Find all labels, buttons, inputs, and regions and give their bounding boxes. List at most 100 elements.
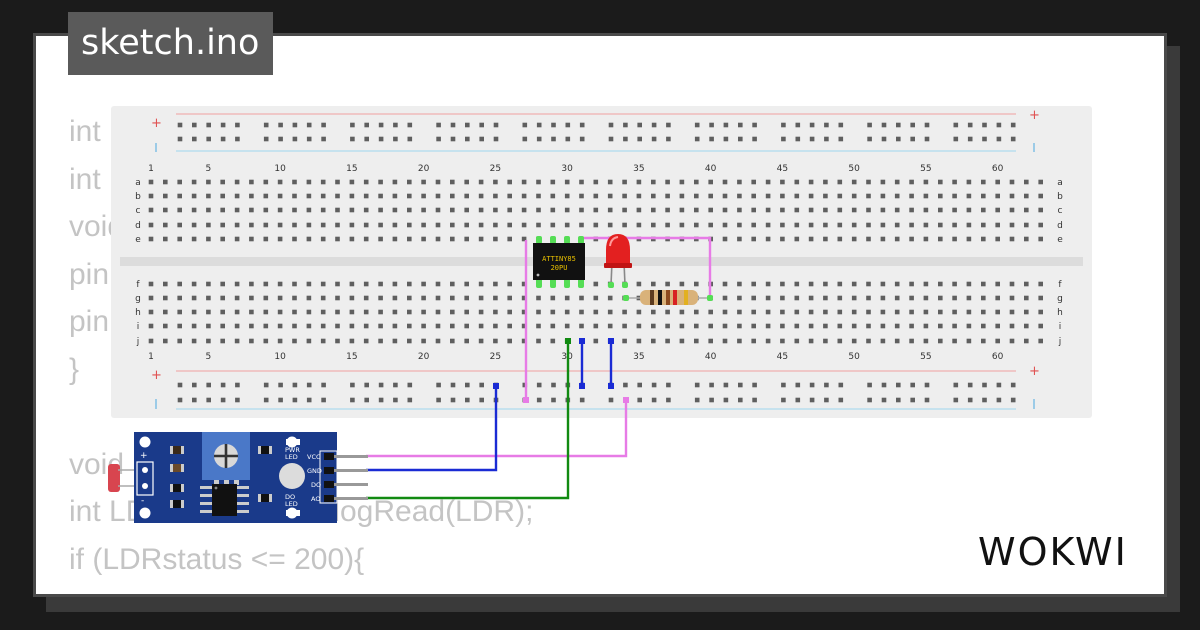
breadboard-hole[interactable] [292,122,298,128]
breadboard-hole[interactable] [435,281,441,287]
breadboard-hole[interactable] [507,295,512,301]
breadboard-hole[interactable] [478,236,484,242]
breadboard-hole[interactable] [320,236,326,242]
breadboard-hole[interactable] [522,136,528,142]
breadboard-hole[interactable] [536,323,541,329]
breadboard-hole[interactable] [866,295,871,301]
breadboard-hole[interactable] [507,179,512,185]
breadboard-hole[interactable] [320,309,326,315]
breadboard-hole[interactable] [177,309,182,315]
breadboard-hole[interactable] [306,382,312,388]
breadboard-hole[interactable] [493,338,498,344]
breadboard-hole[interactable] [235,136,240,142]
breadboard-hole[interactable] [995,236,1000,242]
breadboard-hole[interactable] [894,222,900,228]
breadboard-hole[interactable] [794,193,800,199]
breadboard-hole[interactable] [795,136,801,142]
breadboard-hole[interactable] [809,382,815,388]
breadboard-hole[interactable] [896,382,901,388]
breadboard-hole[interactable] [363,236,369,242]
breadboard-hole[interactable] [551,136,556,142]
breadboard-hole[interactable] [579,397,585,403]
breadboard-hole[interactable] [880,295,886,301]
breadboard-hole[interactable] [665,309,670,315]
breadboard-hole[interactable] [880,222,886,228]
breadboard-hole[interactable] [808,281,814,287]
breadboard-hole[interactable] [636,193,642,199]
breadboard-hole[interactable] [952,295,957,301]
breadboard-hole[interactable] [995,179,1000,185]
breadboard-hole[interactable] [363,222,369,228]
breadboard-hole[interactable] [982,397,987,403]
breadboard-hole[interactable] [709,136,714,142]
breadboard-hole[interactable] [235,382,240,388]
breadboard-hole[interactable] [263,382,269,388]
breadboard-hole[interactable] [392,193,398,199]
breadboard-hole[interactable] [851,309,857,315]
breadboard-hole[interactable] [1024,179,1029,185]
breadboard-hole[interactable] [679,193,685,199]
breadboard-hole[interactable] [894,193,900,199]
breadboard-hole[interactable] [450,323,455,329]
breadboard-hole[interactable] [277,309,283,315]
breadboard-hole[interactable] [436,382,441,388]
breadboard-hole[interactable] [263,122,269,128]
breadboard-hole[interactable] [521,309,527,315]
breadboard-hole[interactable] [392,295,398,301]
breadboard-hole[interactable] [263,136,269,142]
breadboard-hole[interactable] [249,281,254,287]
breadboard-hole[interactable] [622,222,627,228]
breadboard-hole[interactable] [335,207,340,213]
breadboard-hole[interactable] [292,207,297,213]
breadboard-hole[interactable] [794,222,800,228]
breadboard-hole[interactable] [738,122,743,128]
breadboard-hole[interactable] [479,382,484,388]
breadboard-hole[interactable] [249,207,254,213]
breadboard-hole[interactable] [321,397,326,403]
breadboard-hole[interactable] [651,193,656,199]
breadboard-hole[interactable] [938,295,943,301]
breadboard-hole[interactable] [1009,193,1015,199]
breadboard-hole[interactable] [1038,236,1043,242]
breadboard-hole[interactable] [737,236,742,242]
breadboard-hole[interactable] [794,309,800,315]
breadboard-hole[interactable] [881,397,887,403]
breadboard-hole[interactable] [192,122,197,128]
breadboard-hole[interactable] [923,193,929,199]
breadboard-hole[interactable] [392,236,398,242]
breadboard-hole[interactable] [320,222,326,228]
breadboard-hole[interactable] [694,338,699,344]
breadboard-hole[interactable] [909,222,914,228]
breadboard-hole[interactable] [378,281,383,287]
breadboard-hole[interactable] [306,179,312,185]
breadboard-hole[interactable] [651,122,657,128]
breadboard-hole[interactable] [192,382,197,388]
breadboard-hole[interactable] [837,179,843,185]
breadboard-hole[interactable] [981,295,986,301]
breadboard-hole[interactable] [909,236,914,242]
breadboard-hole[interactable] [622,193,627,199]
breadboard-hole[interactable] [536,179,541,185]
breadboard-hole[interactable] [234,295,240,301]
breadboard-hole[interactable] [1009,179,1015,185]
breadboard-hole[interactable] [435,207,441,213]
breadboard-hole[interactable] [737,309,742,315]
breadboard-hole[interactable] [206,323,211,329]
breadboard-hole[interactable] [306,122,312,128]
breadboard-hole[interactable] [191,179,197,185]
breadboard-hole[interactable] [363,338,369,344]
pin-vcc[interactable] [334,455,368,458]
resistor[interactable] [623,290,713,305]
breadboard-hole[interactable] [1010,382,1016,388]
breadboard-hole[interactable] [320,207,326,213]
breadboard-hole[interactable] [953,382,959,388]
breadboard-hole[interactable] [1038,309,1043,315]
breadboard-hole[interactable] [465,382,470,388]
breadboard-hole[interactable] [407,222,412,228]
breadboard-hole[interactable] [880,281,886,287]
breadboard-hole[interactable] [651,382,657,388]
breadboard-hole[interactable] [709,382,714,388]
breadboard-hole[interactable] [938,338,943,344]
breadboard-hole[interactable] [464,338,469,344]
breadboard-hole[interactable] [292,179,297,185]
